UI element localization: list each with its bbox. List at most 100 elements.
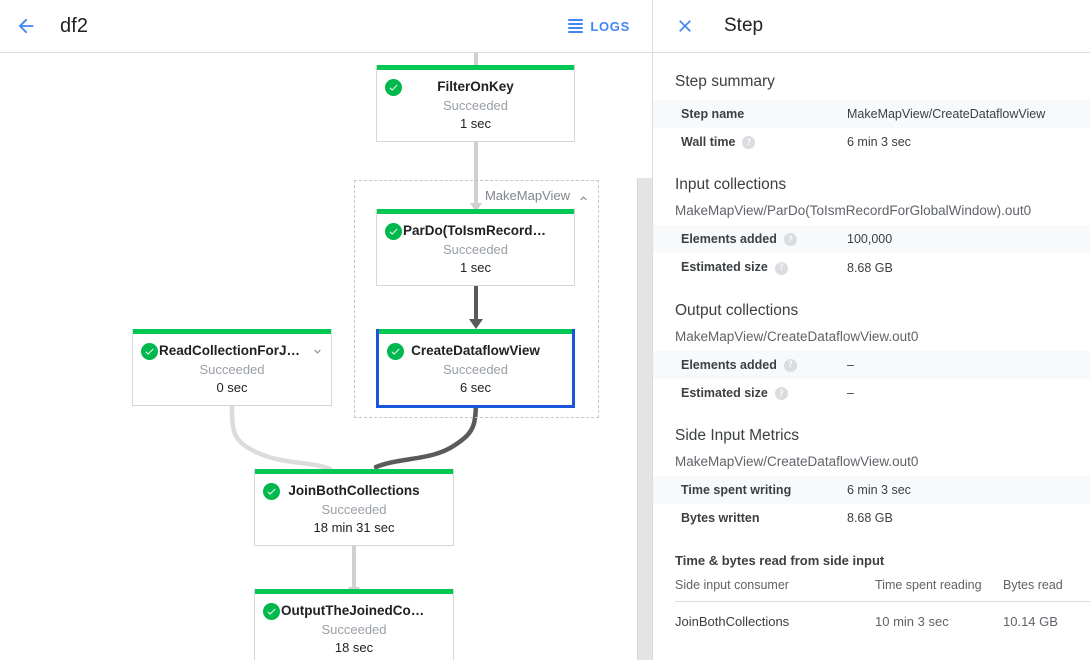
node-time: 6 sec <box>459 380 492 395</box>
table-row: Elements added? – <box>653 350 1090 379</box>
node-status: Succeeded <box>442 242 509 257</box>
logs-button-label: LOGS <box>590 18 630 34</box>
subsection-heading-time-bytes-read: Time & bytes read from side input <box>675 553 885 569</box>
node-status-stripe <box>255 589 453 594</box>
row-value: 8.68 GB <box>847 511 893 526</box>
side-input-metrics-table: Time spent writing 6 min 3 sec Bytes wri… <box>653 476 1090 532</box>
row-key: Elements added <box>681 232 777 247</box>
side-input-consumers-table: Side input consumer Time spent reading B… <box>675 576 1090 629</box>
section-heading-step-summary: Step summary <box>675 73 775 90</box>
step-panel-body: Step summary Step name MakeMapView/Creat… <box>653 73 1090 629</box>
node-title: ParDo(ToIsmRecordFor… <box>403 223 548 238</box>
help-icon[interactable]: ? <box>783 233 797 247</box>
step-summary-table: Step name MakeMapView/CreateDataflowView… <box>653 100 1090 156</box>
node-title: CreateDataflowView <box>411 343 540 358</box>
graph-vertical-scrollbar[interactable] <box>637 178 652 660</box>
row-value: 6 min 3 sec <box>847 135 911 150</box>
node-title: FilterOnKey <box>437 79 514 94</box>
list-icon <box>568 19 584 33</box>
close-icon[interactable] <box>673 14 697 38</box>
node-status: Succeeded <box>321 622 387 637</box>
check-circle-icon <box>263 603 280 620</box>
side-input-collection-name: MakeMapView/CreateDataflowView.out0 <box>675 454 919 470</box>
page-title: df2 <box>60 14 89 37</box>
step-panel-title: Step <box>724 15 764 36</box>
node-title: OutputTheJoinedCollec… <box>281 603 427 618</box>
table-row: Estimated size? 8.68 GB <box>653 253 1090 281</box>
check-circle-icon <box>387 343 404 360</box>
row-value: 100,000 <box>847 232 893 247</box>
row-value: – <box>847 385 854 400</box>
row-key: Wall time <box>681 135 736 149</box>
table-row: JoinBothCollections 10 min 3 sec 10.14 G… <box>675 602 1090 630</box>
row-key: Bytes written <box>681 511 760 526</box>
node-title: ReadCollectionForJoin <box>159 343 305 358</box>
row-value: MakeMapView/CreateDataflowView <box>847 107 1046 121</box>
check-circle-icon <box>141 343 158 360</box>
graph-canvas[interactable]: MakeMapView FilterOnKey Succeeded 1 sec <box>0 53 652 660</box>
table-row: Elements added? 100,000 <box>653 225 1090 254</box>
table-row: Wall time? 6 min 3 sec <box>653 128 1090 156</box>
step-details-pane: Step Step summary Step name MakeMapView/… <box>652 0 1090 660</box>
chevron-down-icon[interactable] <box>310 344 324 358</box>
job-toolbar: df2 LOGS <box>0 0 652 53</box>
node-title: JoinBothCollections <box>288 483 420 498</box>
table-row: Time spent writing 6 min 3 sec <box>653 476 1090 505</box>
cell-time-spent-reading: 10 min 3 sec <box>875 614 949 630</box>
node-status: Succeeded <box>321 502 387 517</box>
graph-node-create-dataflow-view[interactable]: CreateDataflowView Succeeded 6 sec <box>376 329 575 408</box>
help-icon[interactable]: ? <box>774 261 788 275</box>
graph-node-read-collection-for-join[interactable]: ReadCollectionForJoin Succeeded 0 sec <box>132 329 332 406</box>
check-circle-icon <box>385 79 402 96</box>
table-row: Bytes written 8.68 GB <box>653 504 1090 532</box>
node-time: 0 sec <box>216 380 248 395</box>
help-icon[interactable]: ? <box>742 136 756 150</box>
cell-side-input-consumer: JoinBothCollections <box>675 614 790 630</box>
graph-node-join-both-collections[interactable]: JoinBothCollections Succeeded 18 min 31 … <box>254 469 454 546</box>
table-row: Estimated size? – <box>653 379 1090 407</box>
row-key: Time spent writing <box>681 483 792 498</box>
node-status-stripe <box>377 65 574 70</box>
graph-node-pardo-toismrecord[interactable]: ParDo(ToIsmRecordFor… Succeeded 1 sec <box>376 209 575 286</box>
node-status: Succeeded <box>442 362 509 377</box>
cell-bytes-read: 10.14 GB <box>1003 614 1058 630</box>
row-value: – <box>847 357 854 372</box>
job-graph-pane: df2 LOGS <box>0 0 652 660</box>
table-row: Step name MakeMapView/CreateDataflowView <box>653 100 1090 128</box>
help-icon[interactable]: ? <box>774 387 788 401</box>
output-collection-name: MakeMapView/CreateDataflowView.out0 <box>675 328 919 344</box>
node-time: 18 sec <box>334 640 374 655</box>
group-make-map-view[interactable]: MakeMapView <box>354 180 599 418</box>
section-heading-output-collections: Output collections <box>675 301 799 319</box>
row-key: Estimated size <box>681 385 768 400</box>
input-collection-name: MakeMapView/ParDo(ToIsmRecordForGlobalWi… <box>675 203 1032 219</box>
section-heading-side-input-metrics: Side Input Metrics <box>675 427 800 445</box>
step-panel-header: Step <box>653 0 1090 53</box>
node-time: 1 sec <box>459 116 492 131</box>
node-status-stripe <box>377 209 574 214</box>
row-key: Step name <box>681 107 745 121</box>
section-heading-input-collections: Input collections <box>675 176 787 194</box>
chevron-up-icon[interactable] <box>576 191 590 205</box>
check-circle-icon <box>385 223 402 240</box>
graph-node-filter-on-key[interactable]: FilterOnKey Succeeded 1 sec <box>376 65 575 142</box>
row-key: Estimated size <box>681 260 768 275</box>
node-status-stripe <box>133 329 331 334</box>
check-circle-icon <box>263 483 280 500</box>
group-label: MakeMapView <box>484 188 570 203</box>
logs-button[interactable]: LOGS <box>568 19 630 34</box>
node-time: 1 sec <box>459 260 492 275</box>
node-status: Succeeded <box>442 98 509 113</box>
help-icon[interactable]: ? <box>783 358 797 372</box>
table-header-row: Side input consumer Time spent reading B… <box>675 576 1090 603</box>
node-time: 18 min 31 sec <box>313 520 395 535</box>
arrow-left-icon[interactable] <box>14 14 38 38</box>
node-status: Succeeded <box>199 362 265 377</box>
row-value: 8.68 GB <box>847 260 893 275</box>
output-collections-table: Elements added? – Estimated size? – <box>653 350 1090 407</box>
graph-node-output-the-joined-collection[interactable]: OutputTheJoinedCollec… Succeeded 18 sec <box>254 589 454 660</box>
input-collections-table: Elements added? 100,000 Estimated size? … <box>653 225 1090 281</box>
row-value: 6 min 3 sec <box>847 483 911 498</box>
column-header-side-input-consumer: Side input consumer <box>675 576 875 603</box>
row-key: Elements added <box>681 357 777 372</box>
